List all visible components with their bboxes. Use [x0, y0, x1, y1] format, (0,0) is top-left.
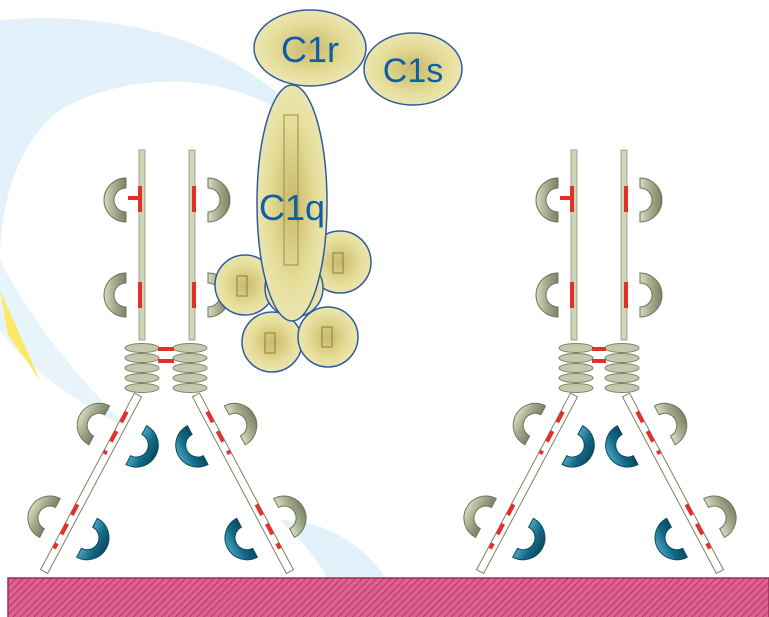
c1-complex: C1r C1s C1q	[215, 10, 462, 372]
antibody-left-heavy-chain-left	[104, 150, 145, 340]
antibody-right-hinge	[559, 344, 639, 393]
antibody-left-heavy-chain-right	[189, 150, 230, 340]
antibody-right-heavy-chain-left	[536, 150, 577, 340]
c1s-label: C1s	[383, 52, 443, 90]
c1r-label: C1r	[281, 29, 339, 70]
antibody-left-hinge	[125, 344, 207, 393]
antibody-right-fab-right	[587, 375, 757, 592]
c1q-label: C1q	[259, 187, 325, 228]
antigen-surface	[8, 578, 769, 617]
antibody-right-fab-left	[443, 375, 613, 592]
antibody-left-fab-left	[7, 375, 177, 592]
antibody-right	[443, 150, 757, 592]
antibody-left-fab-right	[157, 375, 327, 592]
antibody-right-heavy-chain-right	[621, 150, 662, 340]
